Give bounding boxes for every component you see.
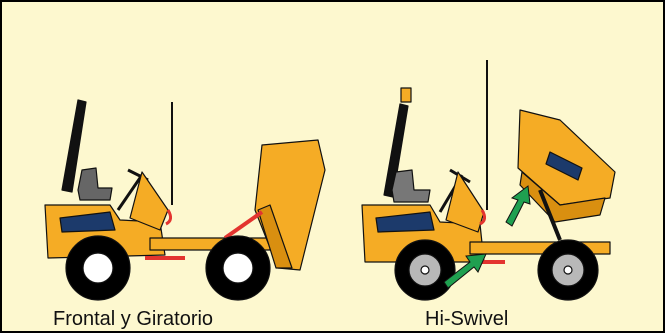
left-caption: Frontal y Giratorio — [53, 308, 213, 330]
right-caption: Hi-Swivel — [425, 308, 508, 330]
